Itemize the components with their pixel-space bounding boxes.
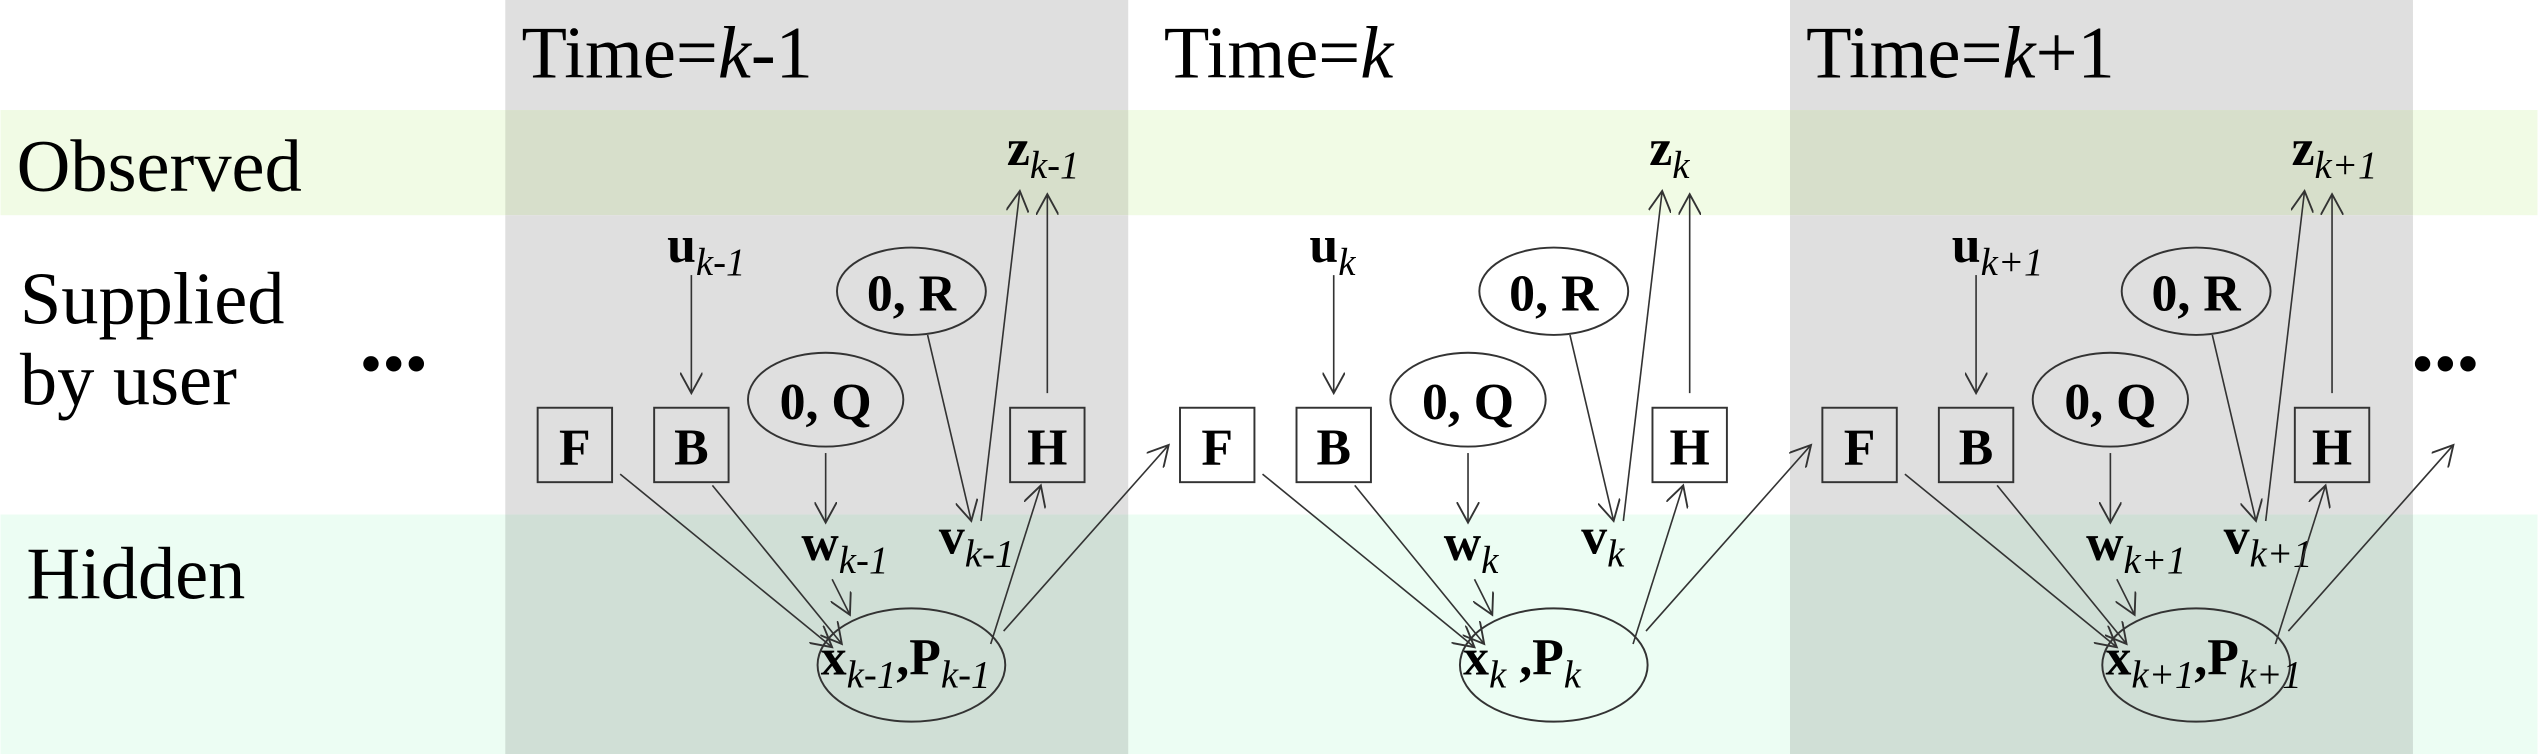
time-step-k: Time=kF B H 0, Q 0, R uk zk wk vk xk ,Pk <box>1164 13 1811 723</box>
noise-r-ellipse <box>2120 246 2272 336</box>
noise-q-label: 0, Q <box>1422 374 1514 431</box>
row-label-hidden: Hidden <box>26 534 245 616</box>
matrix-box-F <box>1179 406 1256 484</box>
matrix-box-H <box>1009 406 1086 484</box>
time-column-bg <box>505 0 1129 111</box>
arrow-b-to-state <box>711 484 841 644</box>
matrix-label-B: B <box>1316 419 1351 476</box>
state-label: xk-1,Pk-1 <box>821 630 991 697</box>
noise-r-ellipse <box>1478 246 1630 336</box>
row-label-observed: Observed <box>17 126 302 208</box>
arrow-state-to-h <box>989 485 1041 645</box>
row-label-supplied-line1: Supplied <box>20 259 285 341</box>
control-input-u: uk <box>1309 217 1356 284</box>
control-input-u: uk-1 <box>667 217 745 284</box>
measurement-z: zk+1 <box>2292 120 2378 187</box>
noise-q-ellipse <box>1389 351 1547 448</box>
state-ellipse <box>1458 607 1649 723</box>
measurement-noise-v: vk+1 <box>2224 508 2313 575</box>
matrix-box-B <box>1937 406 2015 484</box>
noise-r-label: 0, R <box>1509 266 1599 323</box>
arrow-r-to-v <box>1569 334 1614 521</box>
arrow-w-to-state <box>1474 578 1492 615</box>
state-label: xk ,Pk <box>1463 630 1582 697</box>
matrix-label-B: B <box>1959 419 1994 476</box>
state-label: xk+1,Pk+1 <box>2106 630 2302 697</box>
time-column-supplied-bg <box>505 215 1129 515</box>
arrow-w-to-state <box>832 578 850 615</box>
noise-q-ellipse <box>747 351 905 448</box>
noise-q-label: 0, Q <box>780 374 872 431</box>
arrow-f-to-state <box>619 473 832 647</box>
arrow-f-to-state <box>1904 473 2117 647</box>
arrow-b-to-state <box>1354 484 1484 644</box>
arrow-state-to-next-f <box>1645 445 1811 632</box>
time-column-supplied-bg <box>1790 215 2413 515</box>
measurement-z: zk <box>1649 120 1690 187</box>
noise-r-label: 0, R <box>2152 266 2242 323</box>
matrix-label-H: H <box>1027 419 1067 476</box>
time-label: Time=k-1 <box>521 13 812 95</box>
time-label: Time=k+1 <box>1806 13 2115 95</box>
matrix-label-F: F <box>1201 419 1233 476</box>
row-label-supplied-line2: by user <box>20 340 237 422</box>
arrow-v-to-z <box>980 191 1020 522</box>
arrow-state-to-h <box>2274 485 2325 645</box>
matrix-label-F: F <box>559 419 591 476</box>
arrow-v-to-z <box>1622 191 1662 522</box>
time-column-bg <box>1790 0 2413 111</box>
ellipsis-left: ••• <box>360 327 428 399</box>
arrow-f-to-state <box>1262 473 1475 647</box>
matrix-label-B: B <box>674 419 709 476</box>
measurement-noise-v: vk <box>1581 508 1625 575</box>
control-input-u: uk+1 <box>1952 217 2044 284</box>
matrix-box-H <box>1651 406 1728 484</box>
matrix-label-F: F <box>1844 419 1876 476</box>
process-noise-w: wk <box>1444 515 1499 582</box>
arrow-b-to-state <box>1996 484 2126 644</box>
arrow-v-to-z <box>2264 191 2305 522</box>
state-ellipse <box>2101 607 2291 723</box>
matrix-box-H <box>2293 406 2371 484</box>
arrow-state-to-next-f <box>2287 445 2453 632</box>
noise-q-ellipse <box>2031 351 2190 448</box>
matrix-box-F <box>1821 406 1898 484</box>
measurement-z: zk-1 <box>1007 120 1080 187</box>
matrix-label-H: H <box>2312 419 2352 476</box>
arrow-w-to-state <box>2117 578 2135 615</box>
arrow-state-to-h <box>1632 485 1683 645</box>
matrix-label-H: H <box>1670 419 1710 476</box>
time-label: Time=k <box>1164 13 1395 95</box>
matrix-box-F <box>536 406 614 484</box>
state-ellipse <box>816 607 1007 723</box>
matrix-box-B <box>653 406 730 484</box>
noise-q-label: 0, Q <box>2064 374 2156 431</box>
arrow-r-to-v <box>2211 334 2256 521</box>
measurement-noise-v: vk-1 <box>939 508 1014 575</box>
noise-r-ellipse <box>836 246 987 336</box>
arrow-state-to-next-f <box>1003 445 1169 632</box>
matrix-box-B <box>1295 406 1372 484</box>
ellipsis-right: ••• <box>2411 327 2479 399</box>
arrow-r-to-v <box>926 334 972 521</box>
noise-r-label: 0, R <box>867 266 957 323</box>
